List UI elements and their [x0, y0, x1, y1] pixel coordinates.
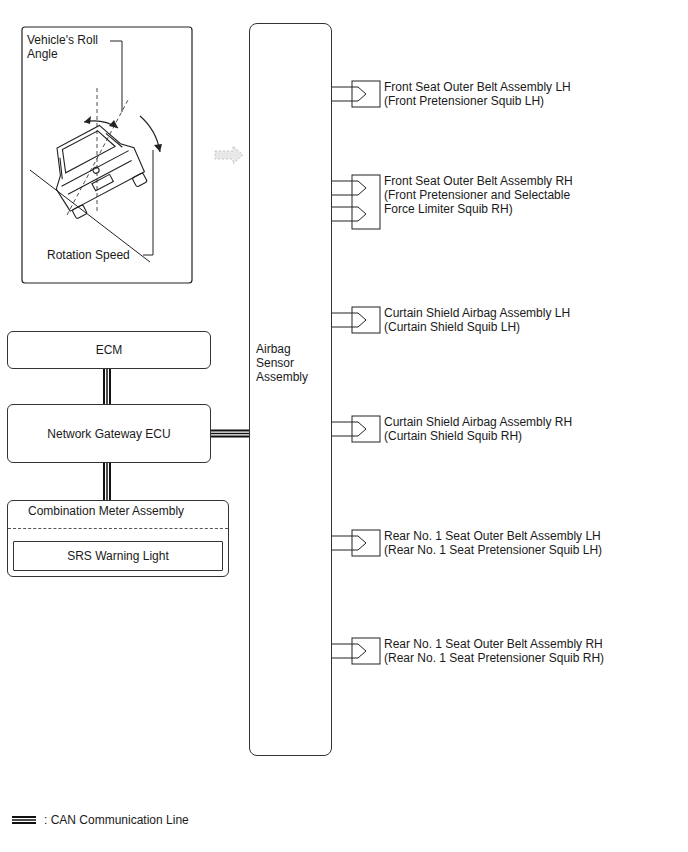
squib-symbol [344, 415, 382, 443]
squib-assembly: Curtain Shield Airbag Assembly RH(Curtai… [344, 415, 684, 443]
ecu-box: SRS Warning Light [13, 541, 223, 571]
can-line [107, 369, 108, 404]
squib-assembly: Rear No. 1 Seat Outer Belt Assembly RH(R… [344, 637, 684, 665]
ecu-box: ECM [7, 331, 211, 369]
squib-symbol [344, 529, 382, 557]
dashed-divider [8, 528, 228, 529]
part-name: Curtain Shield Airbag Assembly LH [384, 306, 684, 320]
part-name: Front Seat Outer Belt Assembly RH [384, 174, 584, 188]
part-name: (Front Pretensioner and Selectable Force… [384, 188, 584, 216]
part-name: Front Seat Outer Belt Assembly LH [384, 80, 684, 94]
squib-wire [332, 536, 344, 550]
box-label: ECM [96, 343, 123, 357]
squib-symbol [344, 306, 382, 334]
part-name: (Curtain Shield Squib RH) [384, 429, 684, 443]
box-label: Network Gateway ECU [47, 427, 170, 441]
squib-wire [332, 422, 344, 436]
squib-assembly: Rear No. 1 Seat Outer Belt Assembly LH(R… [344, 529, 684, 557]
part-name: Rear No. 1 Seat Outer Belt Assembly RH [384, 637, 684, 651]
part-name: (Rear No. 1 Seat Pretensioner Squib LH) [384, 543, 684, 557]
squib-wire [332, 644, 344, 658]
vehicle-axis [67, 100, 128, 215]
callout-label: Vehicle's Roll Angle [27, 33, 109, 61]
squib-wire [332, 181, 344, 221]
legend-sample [12, 820, 36, 821]
ground-line [30, 170, 150, 262]
leader-line [110, 41, 122, 112]
ecu-box: Network Gateway ECU [7, 404, 211, 463]
squib-symbol [344, 637, 382, 665]
leader-line [143, 150, 153, 255]
squib-assembly: Curtain Shield Airbag Assembly LH(Curtai… [344, 306, 684, 334]
part-name: Rear No. 1 Seat Outer Belt Assembly LH [384, 529, 684, 543]
illustration-frame [22, 27, 192, 283]
vehicle-rear-view [39, 116, 151, 221]
roll-angle-arrowheads [84, 116, 118, 128]
squib-wire [332, 87, 344, 101]
box-label: Combination Meter Assembly [28, 504, 220, 518]
flow-arrow [215, 146, 243, 164]
callout-label: Rotation Speed [47, 248, 147, 262]
box-label: SRS Warning Light [67, 549, 169, 563]
squib-assembly: Front Seat Outer Belt Assembly LH(Front … [344, 80, 684, 108]
part-name: (Rear No. 1 Seat Pretensioner Squib RH) [384, 651, 684, 665]
part-name: (Curtain Shield Squib LH) [384, 320, 684, 334]
ecu-box: Combination Meter AssemblySRS Warning Li… [7, 500, 229, 577]
vertical-axis [97, 88, 98, 212]
sensor-box: Airbag Sensor Assembly [249, 23, 332, 756]
legend-text: : CAN Communication Line [44, 813, 189, 827]
squib-wire [332, 313, 344, 327]
part-name: (Front Pretensioner Squib LH) [384, 94, 684, 108]
can-line [107, 463, 108, 500]
squib-symbol [344, 174, 382, 230]
rotation-arrowhead [154, 144, 162, 152]
box-label: Airbag Sensor Assembly [256, 342, 326, 384]
squib-symbol [344, 80, 382, 108]
squib-assembly: Front Seat Outer Belt Assembly RH(Front … [344, 174, 584, 230]
part-name: Curtain Shield Airbag Assembly RH [384, 415, 684, 429]
can-line [211, 433, 249, 434]
